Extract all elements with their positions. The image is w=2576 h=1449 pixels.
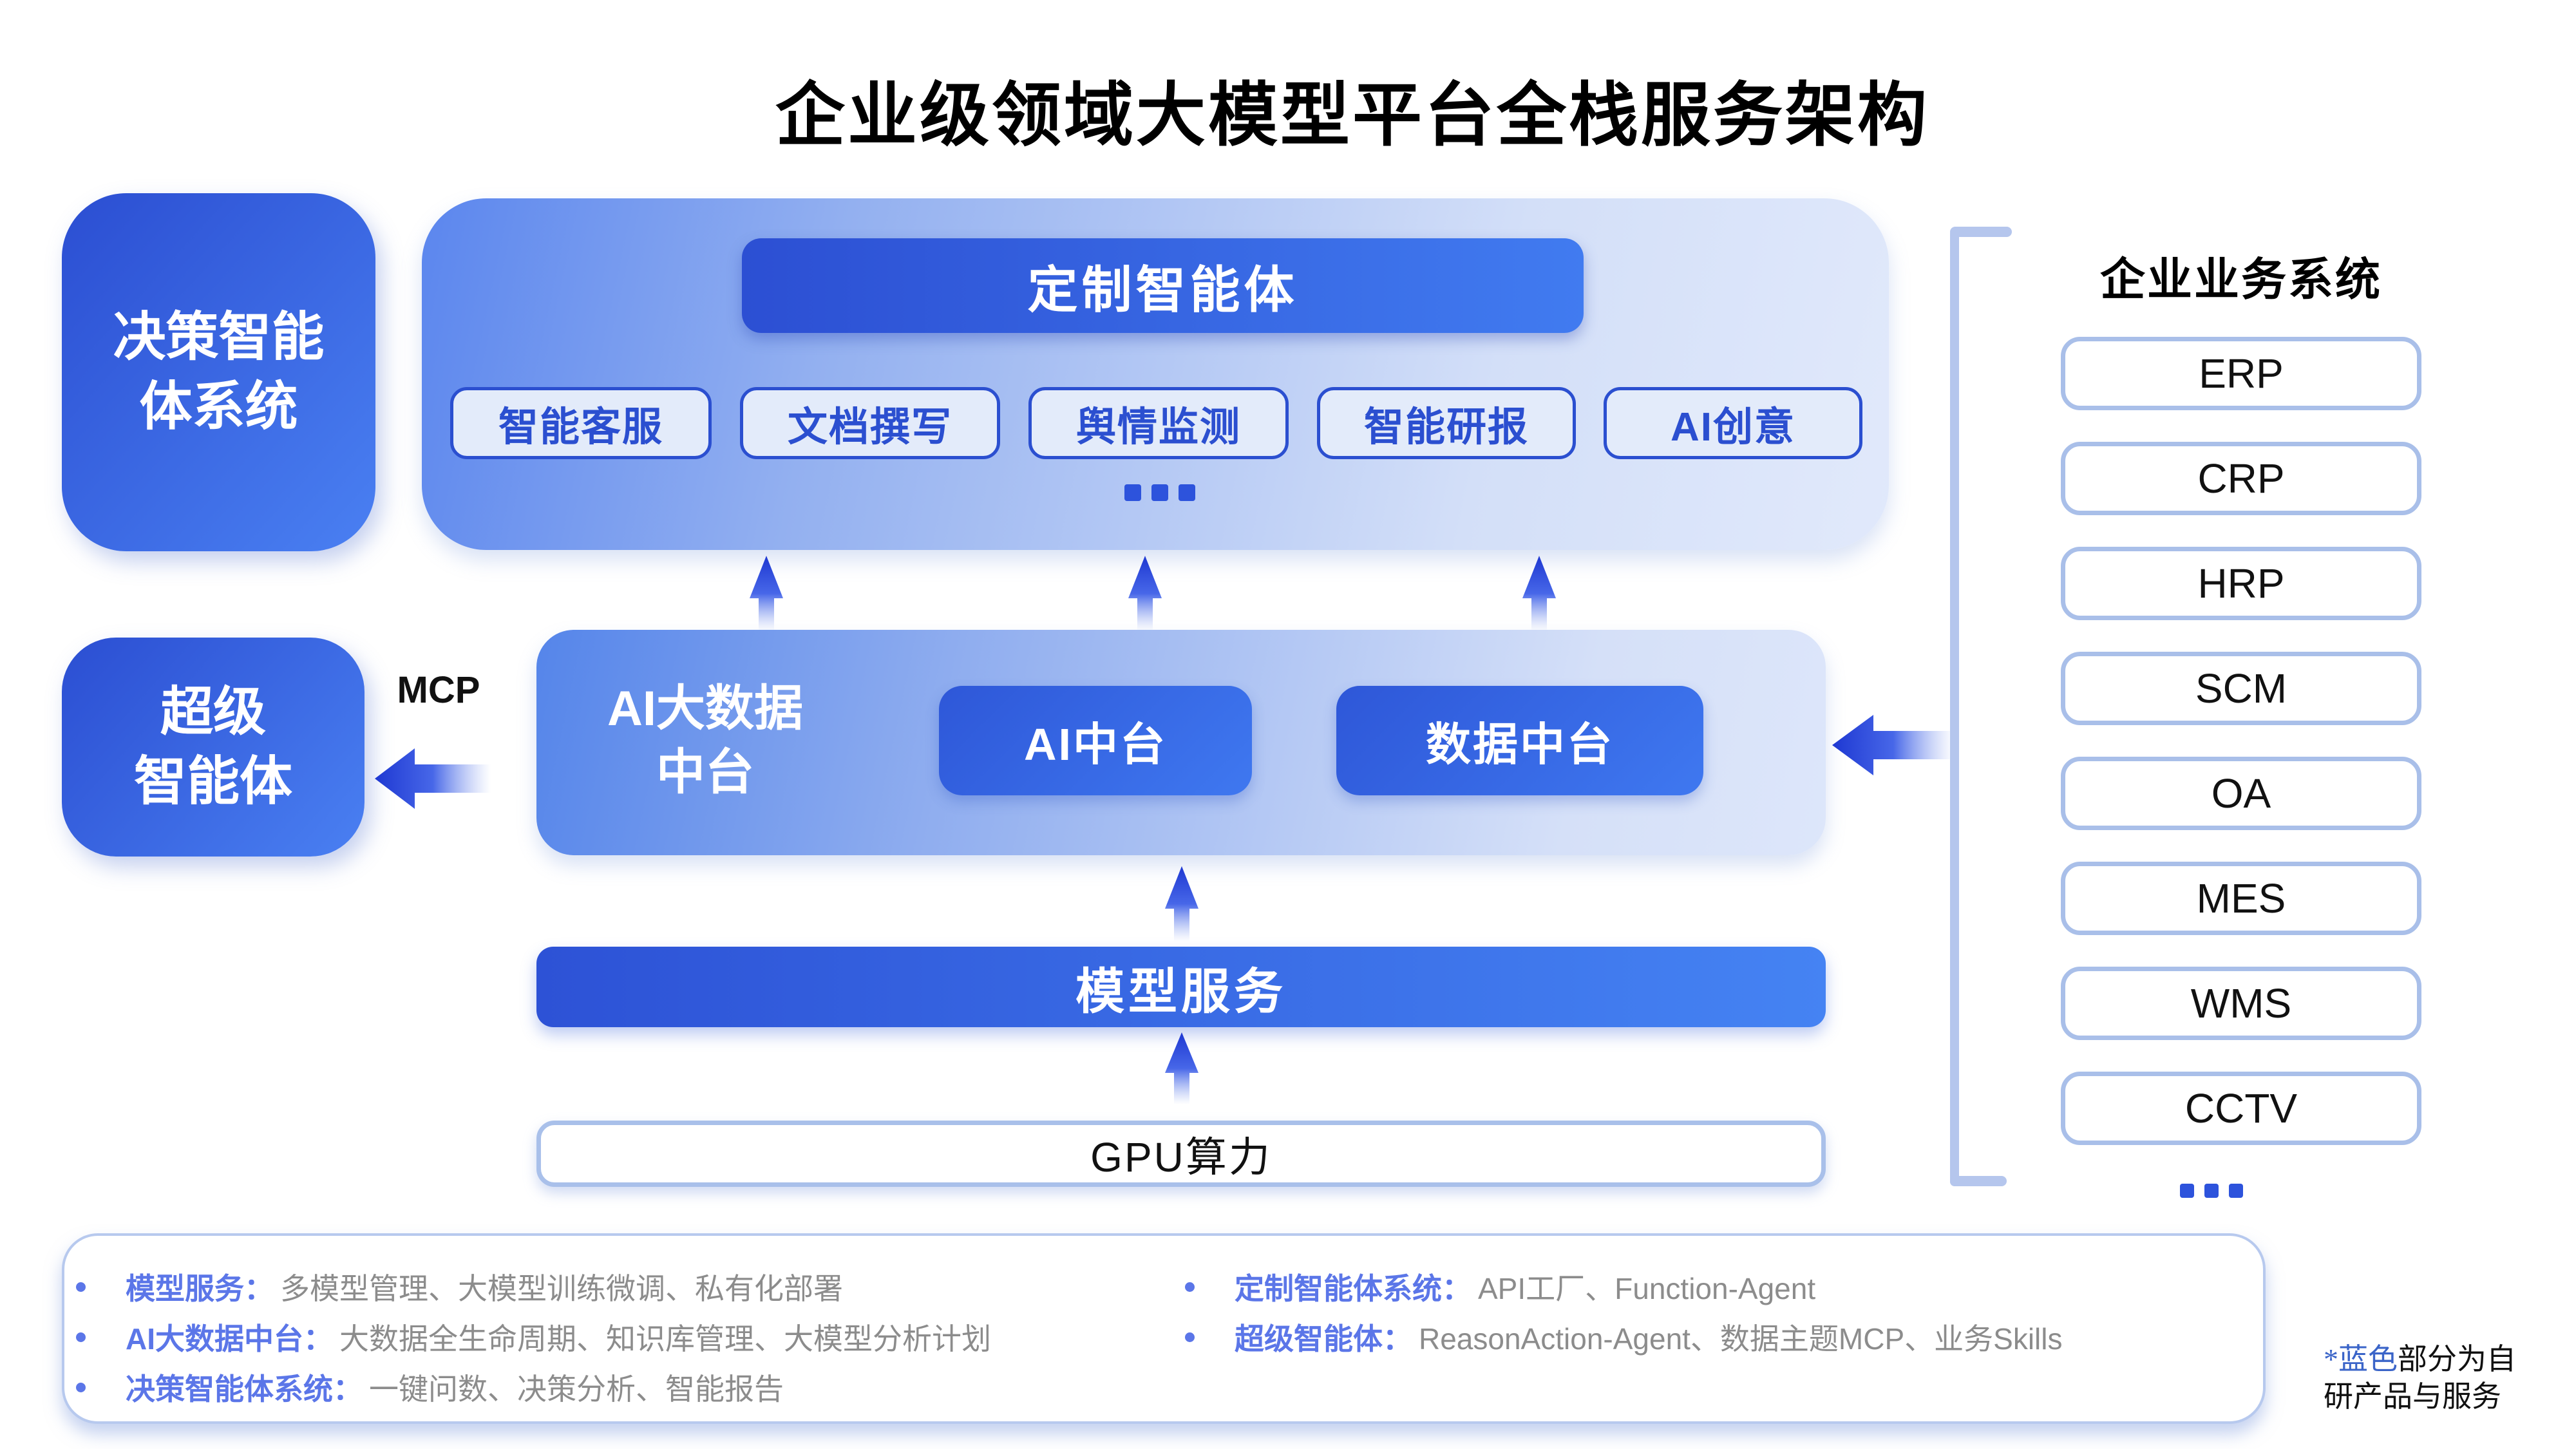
legend-item-ai-bigdata: AI大数据中台： 大数据全生命周期、知识库管理、大模型分析计划 xyxy=(76,1319,991,1356)
system-box-erp: ERP xyxy=(2061,337,2421,410)
system-box-cctv: CCTV xyxy=(2061,1072,2421,1145)
up-arrow-icon xyxy=(1165,1032,1198,1104)
enterprise-systems-title: 企业业务系统 xyxy=(2100,254,2382,305)
footnote-line2: 研产品与服务 xyxy=(2324,1379,2501,1413)
bracket-line xyxy=(1950,229,1959,1186)
legend-panel xyxy=(62,1233,2266,1424)
up-arrow-icon xyxy=(1522,556,1556,631)
legend-item-decision-agent: 决策智能体系统： 一键问数、决策分析、智能报告 xyxy=(76,1369,784,1406)
legend-label: 超级智能体： xyxy=(1235,1322,1412,1356)
ellipsis-dot xyxy=(2180,1184,2194,1198)
legend-label: 决策智能体系统： xyxy=(126,1372,363,1406)
super-agent-line2: 智能体 xyxy=(133,752,292,811)
left-arrow-icon xyxy=(1832,715,1955,775)
legend-desc: ReasonAction-Agent、数据主题MCP、业务Skills xyxy=(1419,1322,2063,1356)
up-arrow-icon xyxy=(1128,556,1162,631)
up-arrow-icon xyxy=(750,556,783,631)
system-box-oa: OA xyxy=(2061,757,2421,830)
ellipsis-dot xyxy=(1124,484,1141,501)
bracket-bottom-nub xyxy=(1950,1176,2007,1186)
footnote-highlight: *蓝色 xyxy=(2324,1343,2398,1376)
app-chip-opinion-monitor: 舆情监测 xyxy=(1028,387,1289,459)
ellipsis-dot xyxy=(2229,1184,2243,1198)
ai-bigdata-label: AI大数据 中台 xyxy=(567,677,844,805)
systems-ellipsis-icon xyxy=(2180,1184,2243,1198)
ai-bigdata-label-line1: AI大数据 xyxy=(607,681,803,736)
legend-item-model-service: 模型服务： 多模型管理、大模型训练微调、私有化部署 xyxy=(76,1269,843,1305)
mcp-left-arrow-icon xyxy=(375,748,491,809)
legend-item-super-agent: 超级智能体： ReasonAction-Agent、数据主题MCP、业务Skil… xyxy=(1185,1319,2063,1356)
model-service-bar: 模型服务 xyxy=(536,947,1826,1027)
page-title: 企业级领域大模型平台全栈服务架构 xyxy=(775,76,1929,154)
app-chip-doc-writing: 文档撰写 xyxy=(740,387,1000,459)
app-chip-ai-creative: AI创意 xyxy=(1604,387,1862,459)
bullet-icon xyxy=(1185,1282,1195,1292)
bullet-icon xyxy=(76,1332,86,1342)
legend-desc: API工厂、Function-Agent xyxy=(1478,1272,1816,1305)
legend-item-custom-agent: 定制智能体系统： API工厂、Function-Agent xyxy=(1185,1269,1815,1305)
super-agent-box: 超级 智能体 xyxy=(62,638,365,857)
gpu-compute-bar: GPU算力 xyxy=(536,1121,1826,1187)
legend-desc: 大数据全生命周期、知识库管理、大模型分析计划 xyxy=(339,1322,991,1356)
app-chip-customer-service: 智能客服 xyxy=(450,387,712,459)
data-middle-platform-box: 数据中台 xyxy=(1336,686,1703,795)
app-chip-smart-report: 智能研报 xyxy=(1317,387,1576,459)
bullet-icon xyxy=(1185,1332,1195,1342)
system-box-mes: MES xyxy=(2061,862,2421,935)
ai-middle-platform-box: AI中台 xyxy=(939,686,1252,795)
legend-desc: 一键问数、决策分析、智能报告 xyxy=(369,1372,784,1406)
apps-ellipsis-icon xyxy=(1124,484,1195,501)
system-box-hrp: HRP xyxy=(2061,547,2421,620)
ai-bigdata-label-line2: 中台 xyxy=(656,744,754,800)
bullet-icon xyxy=(76,1382,86,1392)
super-agent-line1: 超级 xyxy=(160,682,266,741)
ellipsis-dot xyxy=(2204,1184,2219,1198)
decision-agent-line1: 决策智能 xyxy=(113,307,325,366)
ellipsis-dot xyxy=(1179,484,1195,501)
legend-label: 定制智能体系统： xyxy=(1235,1272,1472,1305)
legend-label: AI大数据中台： xyxy=(126,1322,333,1356)
up-arrow-icon xyxy=(1165,866,1198,942)
bullet-icon xyxy=(76,1282,86,1292)
mcp-label: MCP xyxy=(397,669,480,711)
legend-desc: 多模型管理、大模型训练微调、私有化部署 xyxy=(280,1272,843,1305)
custom-agent-header: 定制智能体 xyxy=(742,238,1584,333)
system-box-crp: CRP xyxy=(2061,442,2421,515)
bracket-top-nub xyxy=(1950,227,2012,237)
footnote: *蓝色部分为自 研产品与服务 xyxy=(2324,1341,2568,1415)
ellipsis-dot xyxy=(1151,484,1168,501)
system-box-scm: SCM xyxy=(2061,652,2421,725)
footnote-line1: *蓝色部分为自 xyxy=(2324,1341,2568,1378)
system-box-wms: WMS xyxy=(2061,967,2421,1040)
decision-agent-line2: 体系统 xyxy=(139,377,298,436)
legend-label: 模型服务： xyxy=(126,1272,274,1305)
decision-agent-system-box: 决策智能 体系统 xyxy=(62,193,375,551)
footnote-line1-rest: 部分为自 xyxy=(2398,1343,2516,1376)
